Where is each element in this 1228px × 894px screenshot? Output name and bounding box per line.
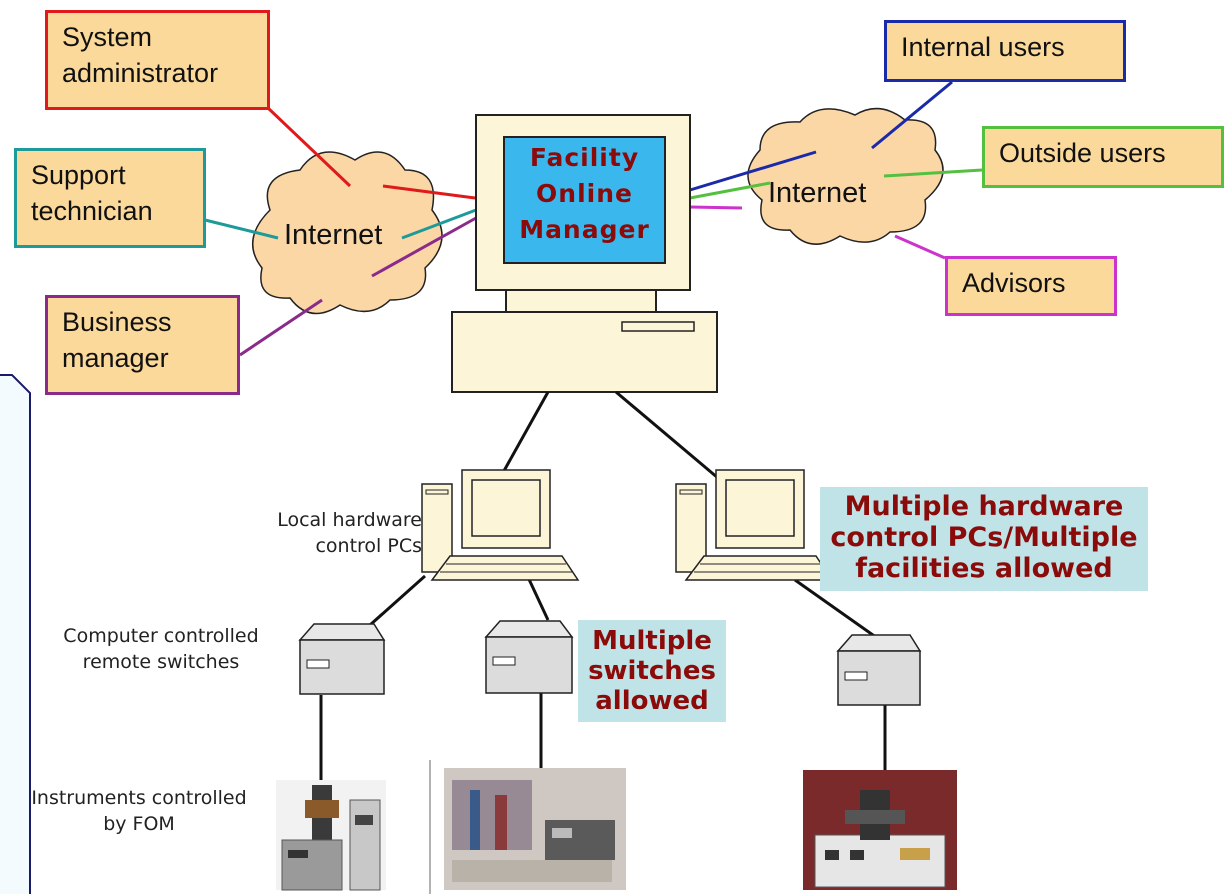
line-admin-server — [382, 184, 476, 200]
line-outside-server — [689, 181, 771, 200]
label-remote-switches: Computer controlled remote switches — [63, 625, 259, 673]
line-support-server — [401, 208, 477, 240]
line-business — [239, 298, 323, 357]
line-pc-switch3 — [794, 578, 881, 642]
instrument-probe-station — [803, 770, 957, 890]
role-support-technician: Support technician — [14, 148, 206, 248]
line-server-pc-right — [615, 390, 719, 480]
remote-switch-3 — [836, 634, 922, 706]
control-pc-1 — [421, 469, 580, 581]
internet-label-left: Internet — [284, 219, 383, 251]
label-instruments: Instruments controlled by FOM — [31, 787, 247, 835]
line-admin — [266, 106, 352, 188]
callout-multiple-switches: Multiple switches allowed — [578, 620, 726, 722]
line-support — [204, 218, 279, 240]
role-system-administrator: System administrator — [45, 10, 270, 110]
line-advisors-server — [689, 205, 743, 210]
server-monitor — [475, 114, 691, 313]
line-internal — [871, 80, 953, 150]
side-panel-fill — [0, 376, 29, 894]
role-business-manager: Business manager — [45, 295, 240, 395]
callout-multiple-hardware-pcs: Multiple hardware control PCs/Multiple f… — [820, 487, 1148, 591]
line-server-pc-left — [498, 391, 550, 479]
server-screen — [503, 136, 666, 264]
server-drive-slot — [621, 321, 695, 332]
server-case — [451, 311, 718, 393]
label-local-hardware-pcs: Local hardware control PCs — [277, 509, 422, 557]
side-panel-border — [0, 374, 31, 894]
control-pc-2 — [675, 469, 834, 581]
remote-switch-1 — [298, 623, 386, 695]
server-stand — [505, 289, 657, 313]
internet-cloud-left — [251, 151, 443, 315]
internet-cloud-right — [747, 107, 944, 245]
role-advisors: Advisors — [945, 256, 1117, 316]
instrument-bench-setup — [444, 768, 626, 890]
line-outside — [883, 168, 983, 178]
instrument-microscope — [276, 780, 386, 891]
line-pc-switch1 — [369, 574, 426, 627]
role-outside-users: Outside users — [982, 126, 1224, 188]
line-business-server — [371, 216, 477, 278]
role-internal-users: Internal users — [884, 20, 1126, 82]
line-advisors — [894, 234, 946, 260]
line-internal-server — [689, 150, 817, 192]
server-screen-label: Facility Online Manager — [519, 143, 650, 244]
remote-switch-2 — [484, 620, 574, 694]
line-pc-switch2 — [525, 574, 550, 621]
internet-label-right: Internet — [768, 177, 867, 209]
